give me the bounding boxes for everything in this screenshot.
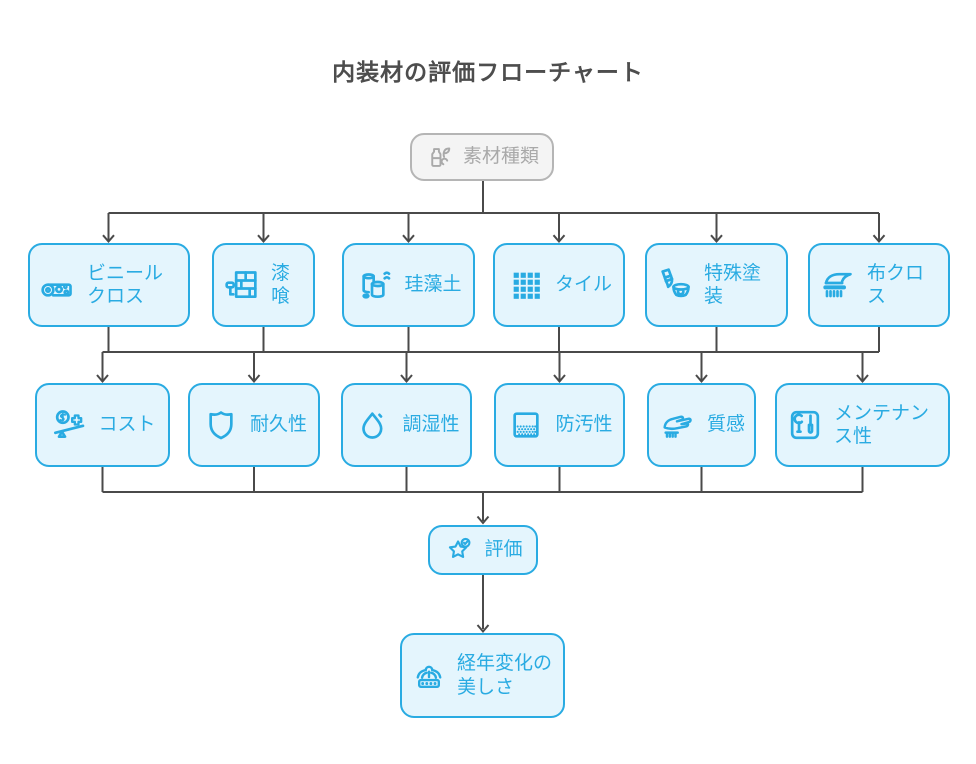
node-evaluation-label: 評価: [484, 539, 523, 561]
node-humidity-control-label: 調湿性: [402, 414, 460, 436]
page-title: 内装材の評価フローチャート: [332, 59, 644, 85]
fabric-cloth-icon: [818, 265, 858, 305]
node-tile: タイル: [493, 243, 625, 327]
node-diatomaceous-earth-label: 珪藻土: [404, 274, 462, 296]
node-texture-label: 質感: [706, 414, 745, 436]
hand-touch-icon: [658, 405, 698, 445]
node-humidity-control: 調湿性: [341, 383, 472, 467]
node-cost: コスト: [35, 383, 170, 467]
stain-panel-icon: [506, 405, 546, 445]
node-diatomaceous-earth: 珪藻土: [342, 243, 475, 327]
node-special-coating: 特殊塗装: [645, 243, 788, 327]
node-special-coating-label: 特殊塗装: [704, 262, 762, 307]
node-vinyl-cloth-label: ビニールクロス: [87, 262, 164, 307]
node-material-type: 素材種類: [410, 133, 554, 181]
node-texture: 質感: [647, 383, 756, 467]
node-evaluation: 評価: [428, 525, 538, 575]
clay-pots-icon: [355, 265, 395, 305]
node-maintainability: メンテナンス性: [775, 383, 950, 467]
plaster-roller-icon: [222, 265, 262, 305]
wallpaper-roll-icon: [38, 265, 78, 305]
shield-icon: [201, 405, 241, 445]
node-stain-resistance: 防汚性: [494, 383, 625, 467]
water-drop-icon: [353, 405, 393, 445]
cost-scale-icon: [49, 405, 89, 445]
node-tile-label: タイル: [554, 274, 612, 296]
tools-icon: [785, 405, 825, 445]
node-stain-resistance-label: 防汚性: [555, 414, 613, 436]
node-fabric-cloth: 布クロス: [808, 243, 950, 327]
node-cost-label: コスト: [98, 414, 156, 436]
node-vinyl-cloth: ビニールクロス: [28, 243, 190, 327]
node-durability-label: 耐久性: [249, 414, 307, 436]
node-aging-beauty: 経年変化の美しさ: [400, 633, 565, 718]
node-material-type-label: 素材種類: [462, 146, 539, 168]
node-fabric-cloth-label: 布クロス: [867, 262, 925, 307]
star-check-icon: [443, 534, 475, 566]
node-aging-beauty-label: 経年変化の美しさ: [457, 653, 553, 698]
node-maintainability-label: メンテナンス性: [834, 402, 930, 447]
node-plaster: 漆喰: [212, 243, 315, 327]
material-type-icon: [425, 143, 454, 172]
node-plaster-label: 漆喰: [271, 262, 291, 307]
fountain-icon: [410, 657, 448, 695]
tile-grid-icon: [506, 265, 546, 305]
paint-brush-bucket-icon: [655, 265, 695, 305]
node-durability: 耐久性: [188, 383, 320, 467]
